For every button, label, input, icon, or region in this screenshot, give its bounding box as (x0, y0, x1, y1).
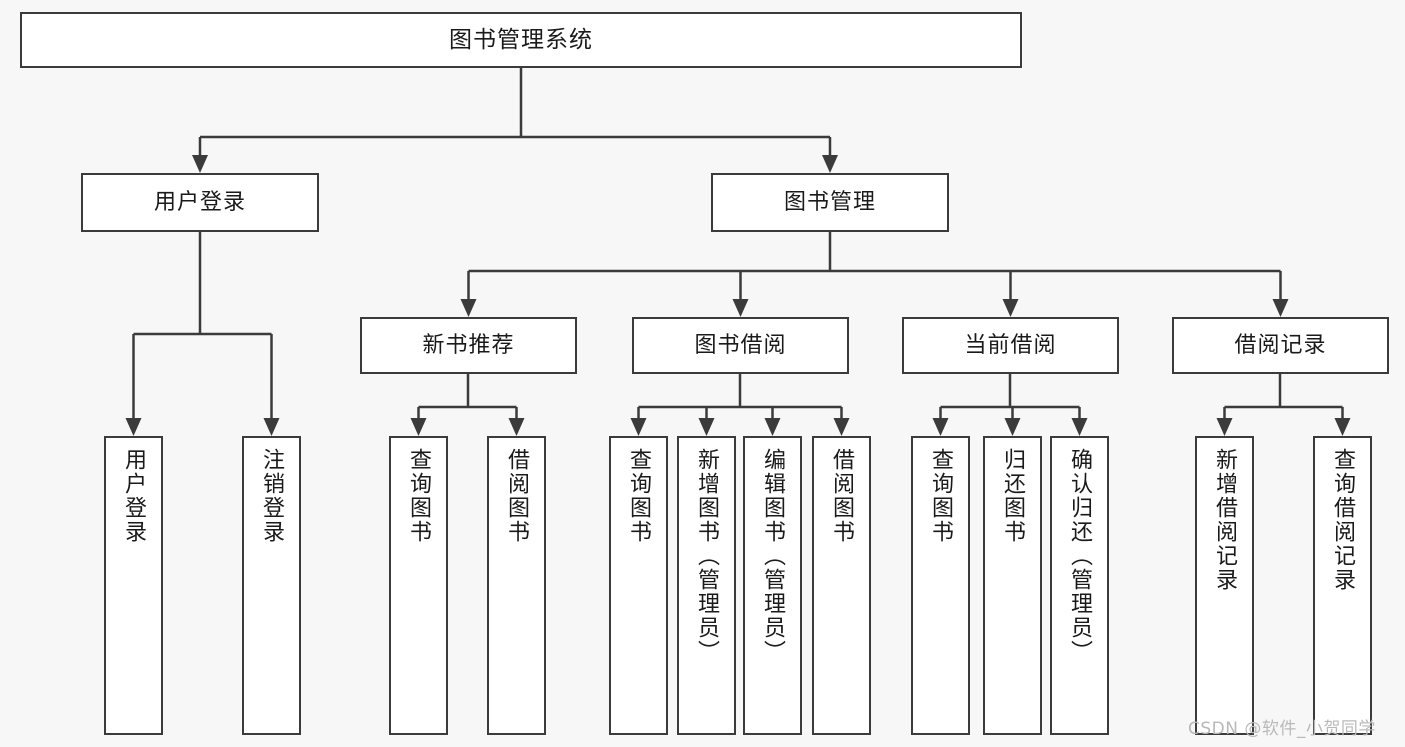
node-label: 确认归还（管理员） (1067, 448, 1093, 664)
node-borrow-record[interactable]: 借阅记录 (1172, 317, 1389, 374)
node-label: 归还图书 (1000, 448, 1026, 544)
node-root[interactable]: 图书管理系统 (20, 12, 1022, 68)
node-book-borrow[interactable]: 图书借阅 (632, 317, 849, 374)
node-leaf-9[interactable]: 查询图书 (911, 436, 970, 735)
node-leaf-2[interactable]: 注销登录 (242, 436, 301, 735)
node-label: 借阅记录 (1234, 332, 1327, 358)
node-leaf-5[interactable]: 查询图书 (609, 436, 668, 735)
arrowhead-icon (1071, 418, 1088, 436)
arrowhead-icon (833, 418, 850, 436)
node-leaf-6[interactable]: 新增图书（管理员） (677, 436, 736, 735)
arrowhead-icon (764, 418, 781, 436)
node-label: 用户登录 (121, 448, 147, 544)
node-leaf-3[interactable]: 查询图书 (389, 436, 448, 735)
watermark-label: CSDN @软件_小贺同学 (1188, 719, 1376, 739)
node-label: 查询图书 (406, 448, 432, 544)
node-new-book-rec[interactable]: 新书推荐 (360, 317, 577, 374)
node-leaf-4[interactable]: 借阅图书 (487, 436, 546, 735)
node-label: 当前借阅 (964, 332, 1057, 358)
node-label: 图书管理 (783, 189, 876, 215)
arrowhead-icon (1004, 418, 1021, 436)
node-leaf-13[interactable]: 查询借阅记录 (1313, 436, 1372, 735)
node-label: 图书借阅 (694, 332, 787, 358)
arrowhead-icon (932, 418, 949, 436)
node-label: 查询图书 (626, 448, 652, 544)
arrowhead-icon (263, 418, 280, 436)
arrowhead-icon (125, 418, 142, 436)
node-book-manage[interactable]: 图书管理 (711, 173, 949, 232)
node-leaf-1[interactable]: 用户登录 (104, 436, 163, 735)
node-label: 图书管理系统 (449, 26, 593, 53)
node-label: 查询图书 (928, 448, 954, 544)
node-label: 注销登录 (259, 448, 285, 544)
arrowhead-icon (822, 155, 838, 173)
node-label: 新增借阅记录 (1212, 448, 1238, 592)
node-leaf-10[interactable]: 归还图书 (983, 436, 1042, 735)
node-label: 新增图书（管理员） (694, 448, 720, 664)
arrowhead-icon (508, 418, 525, 436)
arrowhead-icon (1272, 299, 1289, 317)
arrowhead-icon (460, 299, 477, 317)
node-leaf-8[interactable]: 借阅图书 (812, 436, 871, 735)
arrowhead-icon (1216, 418, 1233, 436)
arrowhead-icon (732, 299, 749, 317)
node-leaf-7[interactable]: 编辑图书（管理员） (743, 436, 802, 735)
node-label: 新书推荐 (422, 332, 515, 358)
node-leaf-12[interactable]: 新增借阅记录 (1195, 436, 1254, 735)
arrowhead-icon (630, 418, 647, 436)
node-label: 借阅图书 (829, 448, 855, 544)
arrowhead-icon (1002, 299, 1019, 317)
node-label: 用户登录 (153, 189, 246, 215)
node-label: 编辑图书（管理员） (760, 448, 786, 664)
arrowhead-icon (410, 418, 427, 436)
node-label: 借阅图书 (504, 448, 530, 544)
arrowhead-icon (698, 418, 715, 436)
arrowhead-icon (192, 155, 208, 173)
arrowhead-icon (1334, 418, 1351, 436)
node-current-borrow[interactable]: 当前借阅 (902, 317, 1119, 374)
node-leaf-11[interactable]: 确认归还（管理员） (1050, 436, 1109, 735)
node-label: 查询借阅记录 (1330, 448, 1356, 592)
node-user-login[interactable]: 用户登录 (81, 173, 319, 232)
